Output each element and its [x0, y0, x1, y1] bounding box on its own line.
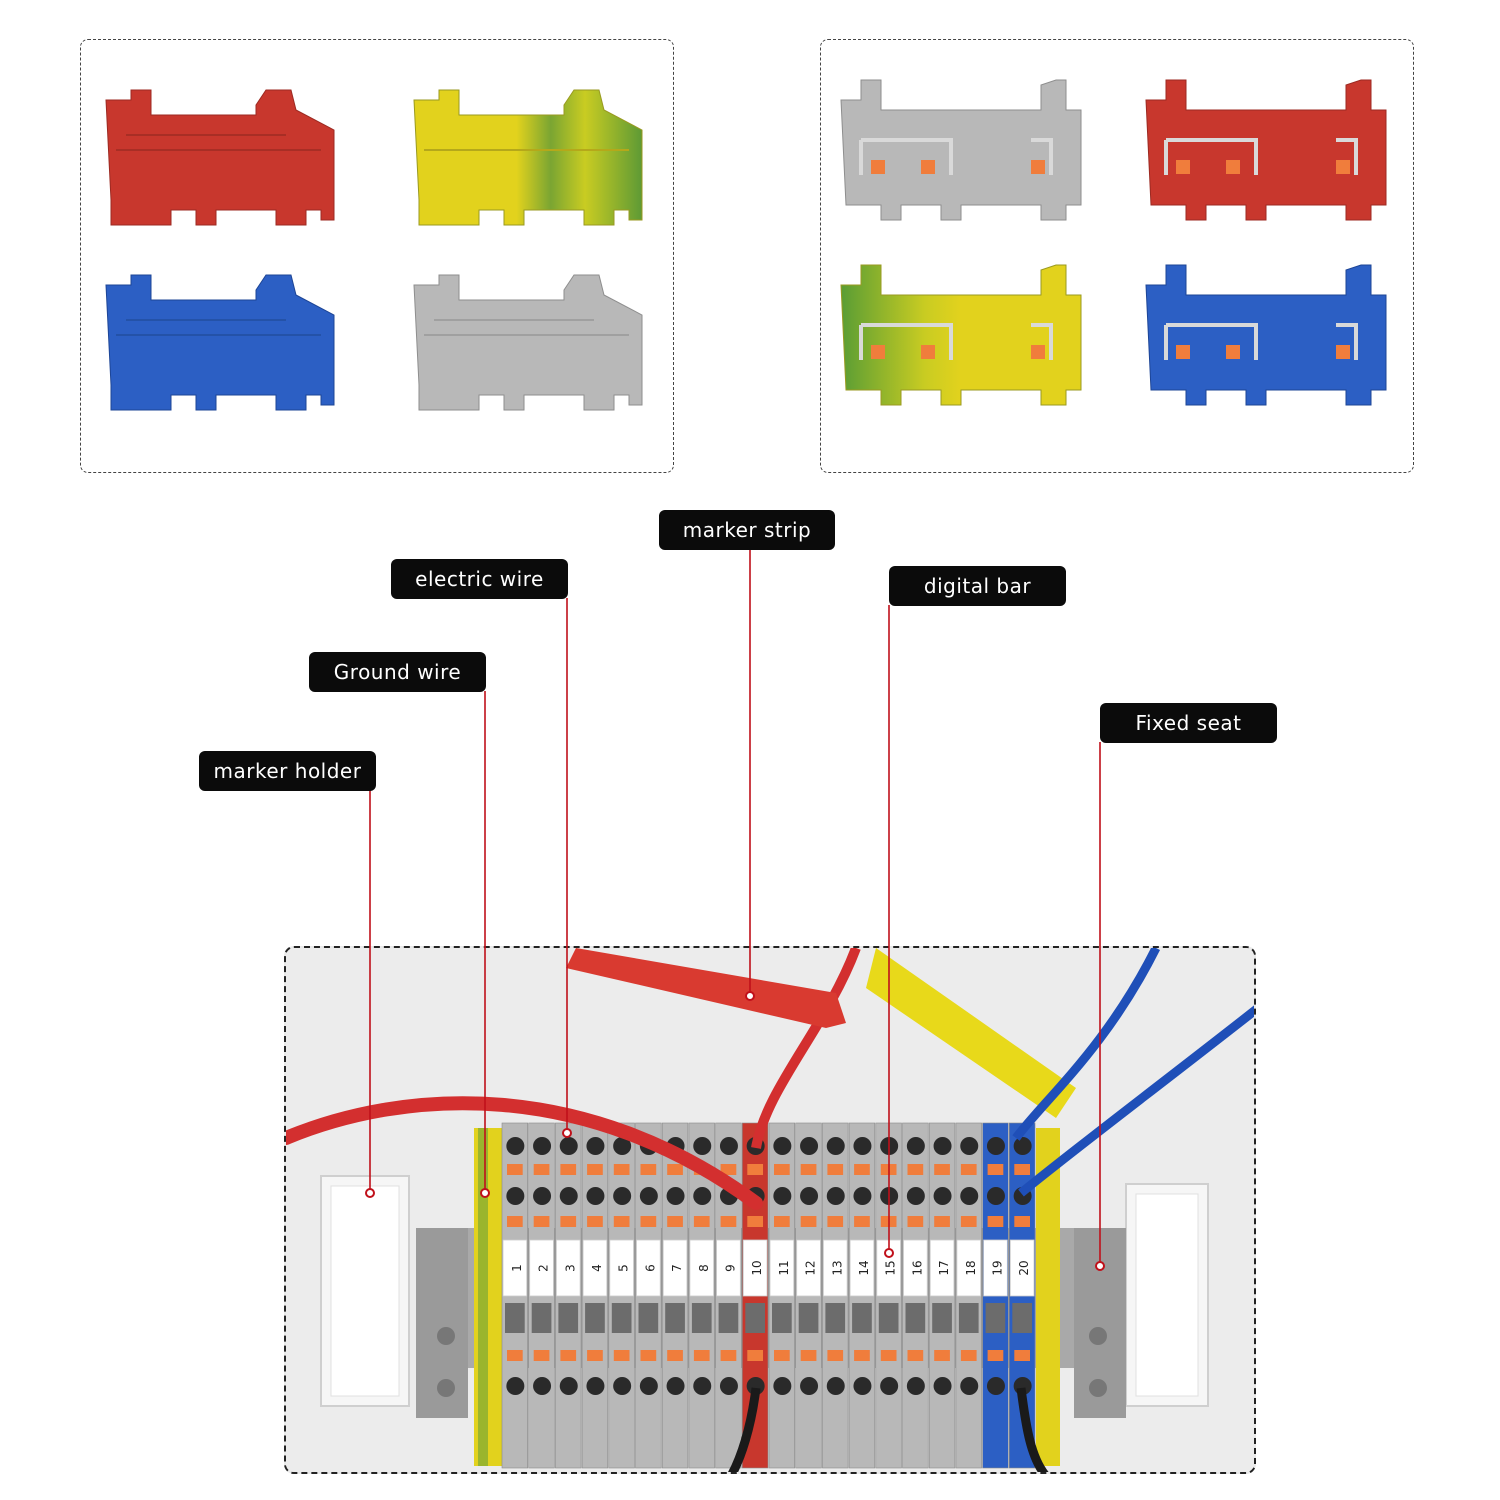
marker-11: 11 [769, 1239, 795, 1297]
marker-number: 11 [777, 1260, 791, 1275]
label-marker-strip: marker strip [659, 510, 835, 550]
label-electric-wire: electric wire [391, 559, 568, 599]
marker-19: 19 [983, 1239, 1008, 1297]
marker-16: 16 [903, 1239, 928, 1297]
housing-blocks-left [105, 89, 643, 411]
marker-number: 16 [910, 1260, 924, 1275]
label-marker-holder: marker holder [199, 751, 376, 791]
label-fixed-seat: Fixed seat [1100, 703, 1277, 743]
marker-18: 18 [956, 1239, 982, 1297]
blue-wire-2 [1018, 1005, 1254, 1197]
marker-number: 1 [510, 1264, 524, 1272]
marker-number: 3 [563, 1264, 577, 1272]
yellow-marker-strip [866, 948, 1076, 1118]
black-wire-2 [1016, 1387, 1049, 1472]
marker-13: 13 [823, 1239, 848, 1297]
marker-number: 6 [643, 1264, 657, 1272]
top-left-panel [80, 39, 674, 473]
marker-number: 5 [617, 1264, 631, 1272]
red-wire-main [286, 1096, 763, 1210]
red-marker-strip [566, 948, 846, 1028]
blue-wire-1 [1012, 948, 1161, 1141]
marker-15: 15 [876, 1239, 901, 1297]
marker-number: 14 [857, 1260, 871, 1275]
marker-7: 7 [662, 1239, 688, 1297]
marker-6: 6 [636, 1239, 661, 1297]
marker-number: 10 [750, 1260, 764, 1275]
marker-12: 12 [796, 1239, 821, 1297]
spring-blocks-right [840, 79, 1387, 406]
red-wire-top [751, 948, 861, 1149]
marker-number: 9 [723, 1264, 737, 1272]
housing-grey [413, 274, 643, 411]
marker-number: 15 [884, 1260, 898, 1275]
marker-20: 20 [1009, 1239, 1035, 1297]
marker-9: 9 [716, 1239, 741, 1297]
marker-number: 7 [670, 1264, 684, 1272]
marker-number: 20 [1017, 1260, 1031, 1275]
black-wire-1 [728, 1387, 761, 1472]
spring-block-grey [840, 79, 1082, 221]
marker-number: 4 [590, 1264, 604, 1272]
spring-block-blue [1145, 264, 1387, 406]
marker-number: 2 [537, 1264, 551, 1272]
spring-block-red [1145, 79, 1387, 221]
housing-blue [105, 274, 335, 411]
marker-3: 3 [555, 1239, 581, 1297]
spring-block-yellow-green [840, 264, 1082, 406]
marker-4: 4 [582, 1239, 608, 1297]
label-ground-wire: Ground wire [309, 652, 486, 692]
label-digital-bar: digital bar [889, 566, 1066, 606]
marker-number: 19 [990, 1260, 1004, 1275]
marker-10: 10 [742, 1239, 768, 1297]
marker-17: 17 [929, 1239, 955, 1297]
top-right-panel [820, 39, 1414, 473]
marker-5: 5 [609, 1239, 634, 1297]
marker-number: 12 [804, 1260, 818, 1275]
marker-number: 18 [964, 1260, 978, 1275]
marker-14: 14 [849, 1239, 875, 1297]
housing-yellow-green [413, 89, 643, 226]
marker-number: 17 [937, 1260, 951, 1275]
marker-number: 8 [697, 1264, 711, 1272]
marker-number: 13 [830, 1260, 844, 1275]
marker-2: 2 [529, 1239, 554, 1297]
marker-1: 1 [502, 1239, 528, 1297]
marker-8: 8 [689, 1239, 714, 1297]
housing-red [105, 89, 335, 226]
